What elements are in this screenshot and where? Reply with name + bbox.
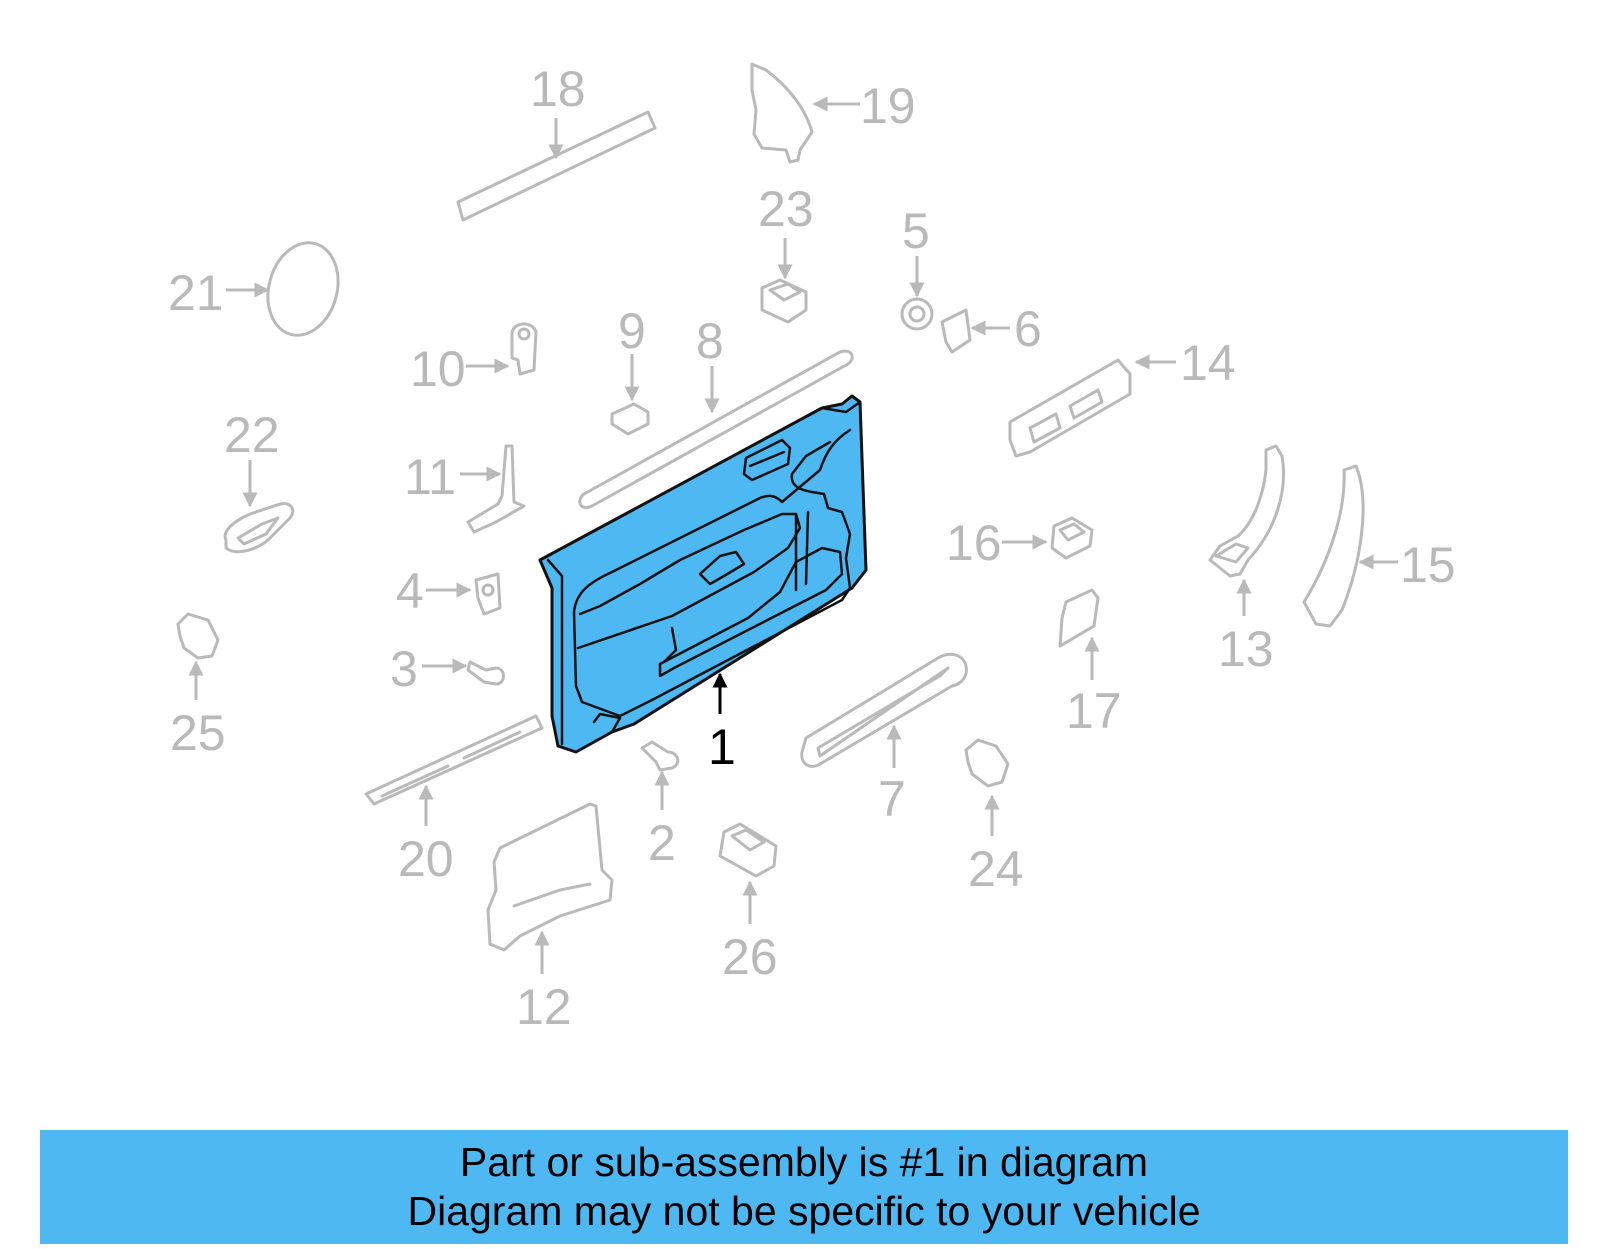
part-10-bushing: 10 [410,322,538,397]
part-13-armrest: 13 [1208,444,1285,677]
callout-11: 11 [404,449,456,505]
part-9-clip: 9 [610,303,650,436]
part-7-pull-trim: 7 [800,652,968,827]
part-17-cover: 17 [1058,588,1122,739]
callout-12: 12 [516,979,572,1035]
part-14-switch-panel: 14 [1008,335,1236,458]
callout-24: 24 [968,841,1024,897]
callout-7: 7 [878,771,906,827]
part-21-gasket: 21 [168,241,340,337]
info-banner: Part or sub-assembly is #1 in diagram Di… [40,1130,1568,1244]
callout-4: 4 [396,563,424,619]
part-18-strip: 18 [456,61,657,222]
callout-21: 21 [168,265,224,321]
part-11-bracket: 11 [404,444,526,534]
callout-13: 13 [1218,621,1274,677]
part-2-screw: 2 [640,740,680,871]
callout-2: 2 [648,815,676,871]
part-3-screw: 3 [390,641,505,697]
callout-14: 14 [1180,335,1236,391]
part-12-water-shield: 12 [486,802,614,1035]
callout-16: 16 [946,515,1002,571]
door-panel-body[interactable] [538,394,868,754]
part-22-bezel: 22 [223,407,295,554]
callout-22: 22 [224,407,280,463]
part-5-grommet: 5 [900,203,934,331]
part-26-clip: 26 [718,822,778,985]
callout-1: 1 [708,719,736,775]
callout-25: 25 [170,705,226,761]
part-23-clip: 23 [758,181,814,324]
banner-line-2: Diagram may not be specific to your vehi… [407,1188,1201,1234]
parts-diagram: 18 19 21 23 5 6 10 9 [168,61,1456,1035]
callout-19: 19 [860,78,916,134]
banner-line-1: Part or sub-assembly is #1 in diagram [459,1139,1149,1185]
part-19-mirror-cover: 19 [750,62,916,164]
callout-8: 8 [696,313,724,369]
part-24-clip: 24 [964,738,1024,897]
part-6-bracket: 6 [940,301,1042,357]
callout-23: 23 [758,181,814,237]
part-15-pillar-trim: 15 [1302,464,1456,628]
callout-18: 18 [530,61,586,117]
part-20-sill-strip: 20 [364,714,544,887]
callout-10: 10 [410,341,466,397]
part-4-clip: 4 [396,563,502,619]
part-1-door-trim-panel[interactable]: 1 [538,394,868,775]
callout-26: 26 [722,929,778,985]
part-8-belt-molding: 8 [578,313,854,509]
callout-15: 15 [1400,537,1456,593]
callout-20: 20 [398,831,454,887]
callout-6: 6 [1014,301,1042,357]
callout-9: 9 [618,303,646,359]
callout-3: 3 [390,641,418,697]
part-25-clip: 25 [170,612,226,761]
callout-17: 17 [1066,683,1122,739]
part-16-clip: 16 [946,515,1094,571]
callout-5: 5 [902,203,930,259]
